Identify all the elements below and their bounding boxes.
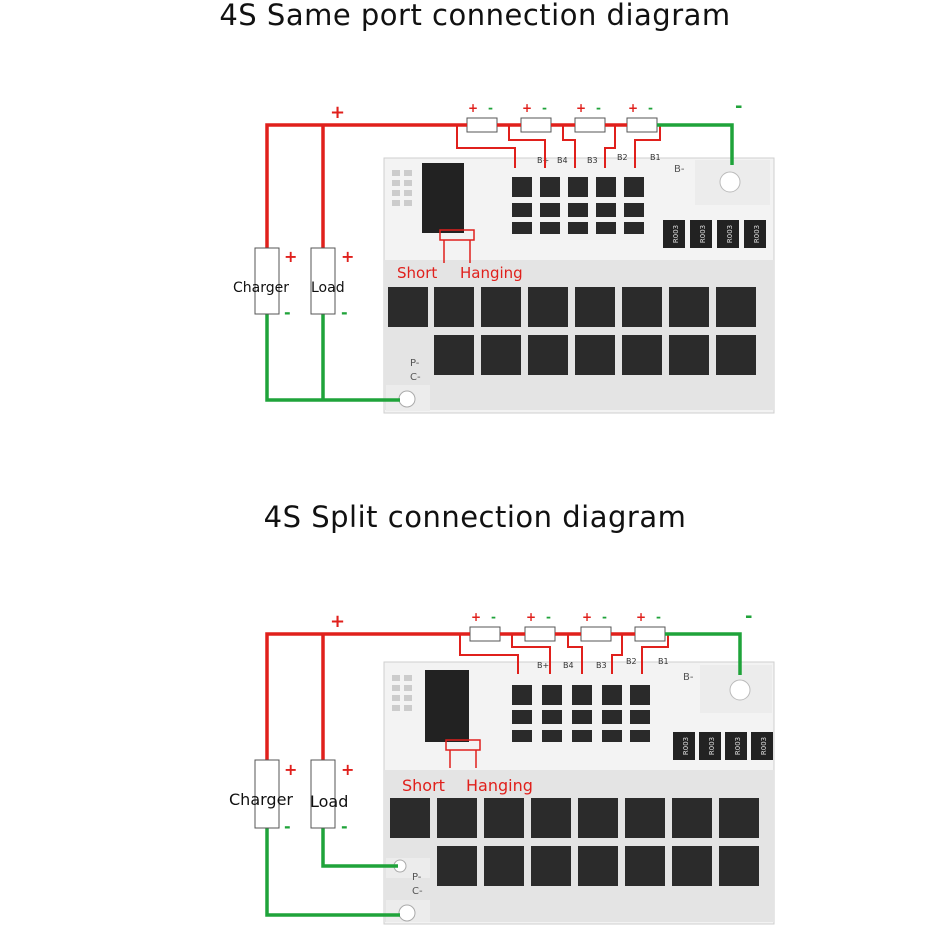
svg-text:-: - bbox=[284, 817, 291, 836]
mosfet-row-top bbox=[388, 287, 756, 327]
bms-board: R003 R003 R003 R003 B+ B4 B3 B2 B1 B- bbox=[383, 153, 775, 414]
svg-text:+: + bbox=[636, 610, 646, 624]
svg-text:-: - bbox=[341, 303, 348, 322]
label-b1: B1 bbox=[658, 657, 669, 666]
bms-board: R003 R003 R003 R003 B+ B4 B3 B2 B1 B- P- bbox=[383, 657, 775, 925]
svg-text:+: + bbox=[471, 610, 481, 624]
sense-resistors: R003 R003 R003 R003 bbox=[663, 220, 766, 248]
label-b-plus: B+ bbox=[537, 156, 549, 165]
resistor-code: R003 bbox=[760, 737, 768, 755]
svg-text:+: + bbox=[526, 610, 536, 624]
main-plus-sign: + bbox=[330, 611, 345, 632]
label-b2: B2 bbox=[617, 153, 628, 162]
resistor-code: R003 bbox=[734, 737, 742, 755]
svg-text:+: + bbox=[582, 610, 592, 624]
resistor-code: R003 bbox=[682, 737, 690, 755]
hanging-label: Hanging bbox=[460, 264, 523, 282]
label-p-minus: P- bbox=[412, 872, 422, 883]
power-wires bbox=[265, 632, 742, 917]
svg-text:-: - bbox=[648, 101, 653, 115]
resistor-code: R003 bbox=[708, 737, 716, 755]
main-minus-sign: - bbox=[745, 606, 752, 627]
charger-label: Charger bbox=[229, 790, 293, 809]
svg-text:-: - bbox=[656, 610, 661, 624]
svg-text:-: - bbox=[596, 101, 601, 115]
svg-text:+: + bbox=[284, 247, 297, 266]
charger-block bbox=[254, 247, 280, 315]
label-b-plus: B+ bbox=[537, 661, 549, 670]
balance-wires bbox=[459, 634, 669, 674]
svg-text:+: + bbox=[284, 760, 297, 779]
svg-text:-: - bbox=[284, 303, 291, 322]
bms-ic-chip bbox=[425, 670, 469, 742]
charger-block bbox=[254, 759, 280, 829]
svg-text:-: - bbox=[491, 610, 496, 624]
label-c-minus: C- bbox=[410, 372, 421, 383]
hanging-label: Hanging bbox=[466, 776, 533, 795]
resistor-code: R003 bbox=[699, 225, 707, 243]
charger-label: Charger bbox=[233, 280, 289, 296]
label-c-minus: C- bbox=[412, 886, 423, 897]
svg-text:-: - bbox=[542, 101, 547, 115]
resistor-code: R003 bbox=[726, 225, 734, 243]
c-minus-pad bbox=[398, 904, 416, 922]
label-p-minus: P- bbox=[410, 358, 420, 369]
load-label: Load bbox=[311, 280, 345, 296]
resistor-code: R003 bbox=[672, 225, 680, 243]
mosfet-row-bottom bbox=[437, 846, 759, 886]
power-wires bbox=[265, 123, 734, 402]
label-b3: B3 bbox=[587, 156, 598, 165]
svg-text:+: + bbox=[468, 101, 478, 115]
balance-wires bbox=[456, 125, 661, 168]
short-label: Short bbox=[397, 264, 437, 282]
svg-text:-: - bbox=[488, 101, 493, 115]
svg-text:+: + bbox=[341, 760, 354, 779]
svg-text:-: - bbox=[546, 610, 551, 624]
load-block bbox=[310, 759, 336, 829]
label-b1: B1 bbox=[650, 153, 661, 162]
b-minus-pad bbox=[729, 679, 751, 701]
label-b2: B2 bbox=[626, 657, 637, 666]
short-label: Short bbox=[402, 776, 445, 795]
diagram-title-split: 4S Split connection diagram bbox=[263, 500, 687, 534]
mosfet-row-bottom bbox=[434, 335, 756, 375]
svg-text:+: + bbox=[341, 247, 354, 266]
diagram-title-same-port: 4S Same port connection diagram bbox=[219, 0, 731, 32]
load-label: Load bbox=[310, 792, 348, 811]
p-c-pad bbox=[398, 390, 416, 408]
sense-resistors: R003 R003 R003 R003 bbox=[673, 732, 773, 760]
same-port-diagram: R003 R003 R003 R003 B+ B4 B3 B2 B1 B- bbox=[233, 96, 775, 414]
mosfet-row-top bbox=[390, 798, 759, 838]
split-diagram: R003 R003 R003 R003 B+ B4 B3 B2 B1 B- P- bbox=[229, 606, 775, 925]
label-b4: B4 bbox=[557, 156, 568, 165]
label-b3: B3 bbox=[596, 661, 607, 670]
bms-ic-chip bbox=[422, 163, 464, 233]
svg-text:+: + bbox=[628, 101, 638, 115]
svg-text:+: + bbox=[576, 101, 586, 115]
label-b4: B4 bbox=[563, 661, 574, 670]
label-b-minus: B- bbox=[683, 672, 694, 683]
short-jumper bbox=[439, 229, 475, 241]
main-plus-sign: + bbox=[330, 102, 345, 123]
battery-cells: +- +- +- +- bbox=[466, 101, 658, 133]
svg-text:-: - bbox=[341, 817, 348, 836]
svg-text:+: + bbox=[522, 101, 532, 115]
short-jumper bbox=[445, 739, 481, 751]
b-minus-pad bbox=[719, 171, 741, 193]
main-minus-sign: - bbox=[735, 96, 742, 117]
resistor-code: R003 bbox=[753, 225, 761, 243]
svg-text:-: - bbox=[602, 610, 607, 624]
load-block bbox=[310, 247, 336, 315]
label-b-minus: B- bbox=[674, 164, 685, 175]
